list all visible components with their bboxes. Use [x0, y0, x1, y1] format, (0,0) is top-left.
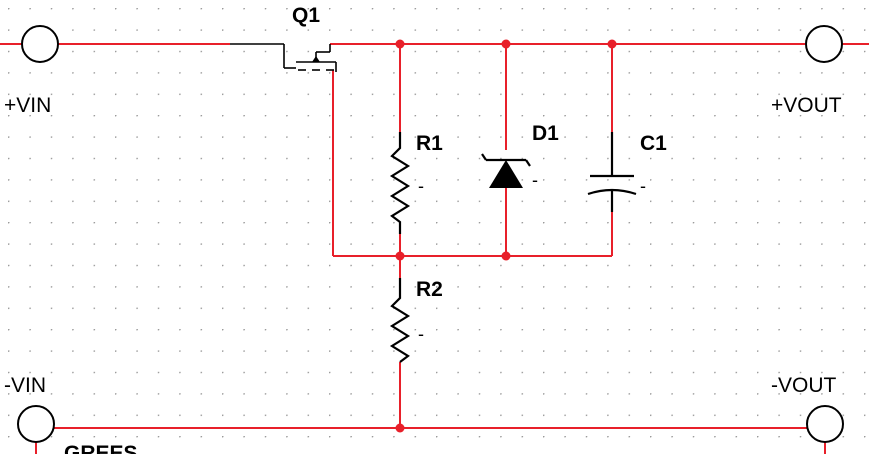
r1-value: -	[418, 176, 424, 196]
q1-ref: Q1	[292, 4, 320, 27]
label-vout-neg: -VOUT	[771, 374, 837, 397]
r2-value: -	[418, 324, 424, 344]
d1-ref: D1	[532, 122, 559, 145]
q1-mosfet[interactable]: Q1	[230, 4, 337, 72]
terminal-vout-pos[interactable]	[805, 25, 843, 63]
wires	[0, 43, 869, 454]
q1-arrow	[312, 56, 320, 62]
terminal-vout-neg[interactable]	[806, 405, 844, 443]
junction-dot	[395, 423, 405, 433]
label-vout-pos: +VOUT	[771, 94, 842, 117]
r1-zigzag	[389, 132, 411, 234]
label-vin-pos: +VIN	[4, 94, 51, 117]
r2-zigzag	[389, 278, 411, 363]
r1-resistor[interactable]: R1 -	[389, 132, 443, 234]
terminal-vin-neg[interactable]	[17, 405, 55, 443]
c1-value: -	[640, 176, 646, 196]
junctions	[395, 39, 617, 433]
junction-dot	[501, 251, 511, 261]
r2-ref: R2	[416, 278, 443, 301]
terminal-vin-pos[interactable]	[21, 25, 59, 63]
junction-dot	[501, 39, 511, 49]
r2-resistor[interactable]: R2 -	[389, 278, 443, 363]
label-partial-bottom: GREES	[64, 442, 138, 454]
d1-triangle	[489, 160, 523, 188]
junction-dot	[607, 39, 617, 49]
d1-value: -	[532, 170, 538, 190]
junction-dot	[395, 39, 405, 49]
r1-ref: R1	[416, 132, 443, 155]
c1-ref: C1	[640, 132, 667, 155]
d1-bar-left-bend	[481, 153, 487, 161]
label-vin-neg: -VIN	[4, 374, 46, 397]
d1-zener-diode[interactable]: D1 -	[481, 122, 559, 190]
c1-capacitor[interactable]: C1 -	[587, 132, 667, 212]
junction-dot	[395, 251, 405, 261]
d1-bar-right-bend	[525, 159, 531, 167]
